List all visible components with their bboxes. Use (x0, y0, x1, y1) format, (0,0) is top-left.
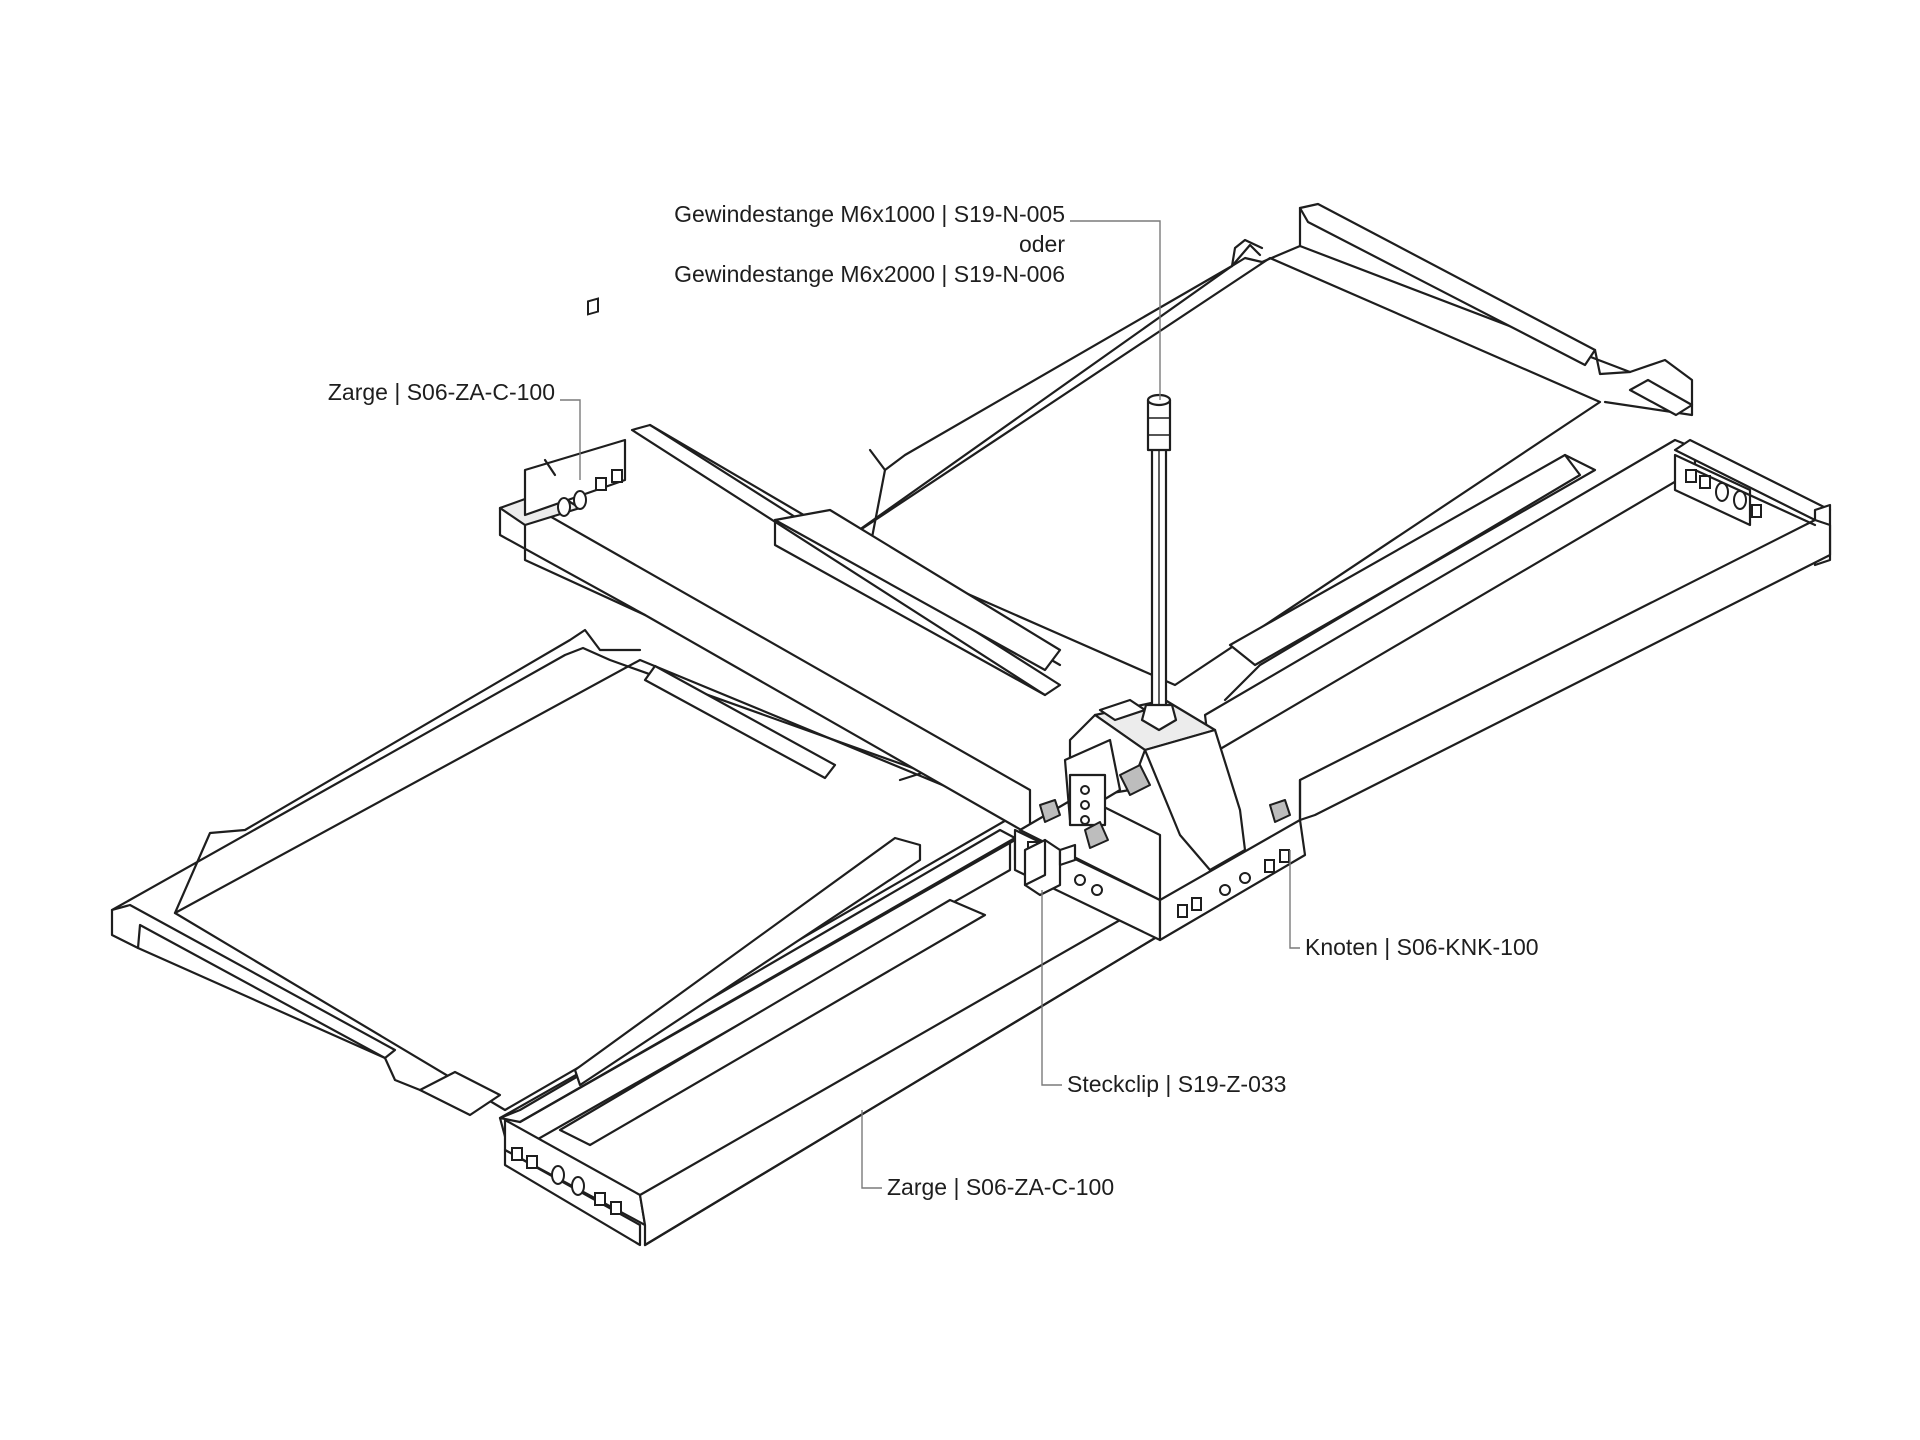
label-threaded-rod-m6x1000: Gewindestange M6x1000 | S19-N-005 (674, 201, 1065, 227)
clip-steckclip (1023, 838, 1077, 897)
threaded-rod (1140, 393, 1178, 732)
leader-threaded-rod (1070, 220, 1161, 400)
label-node: Knoten | S06-KNK-100 (1305, 934, 1539, 960)
label-threaded-rod-or: oder (1019, 231, 1065, 257)
leader-frame-top (560, 399, 581, 480)
frame-zarge-back-right (1203, 438, 1832, 822)
ceiling-panel-back-right (843, 202, 1694, 687)
frame-zarge-front (498, 828, 1162, 1247)
node-knoten (1013, 793, 1307, 942)
frame-zarge-back-left (498, 297, 1062, 837)
leader-frame-bottom (861, 1110, 882, 1189)
leader-node (1289, 850, 1300, 949)
label-frame-bottom: Zarge | S06-ZA-C-100 (887, 1174, 1114, 1200)
label-frame-top: Zarge | S06-ZA-C-100 (328, 379, 555, 405)
label-threaded-rod-m6x2000: Gewindestange M6x2000 | S19-N-006 (674, 261, 1065, 287)
annotations: Gewindestange M6x1000 | S19-N-005 oder G… (328, 201, 1539, 1200)
leader-clip (1041, 890, 1062, 1086)
label-clip: Steckclip | S19-Z-033 (1067, 1071, 1286, 1097)
